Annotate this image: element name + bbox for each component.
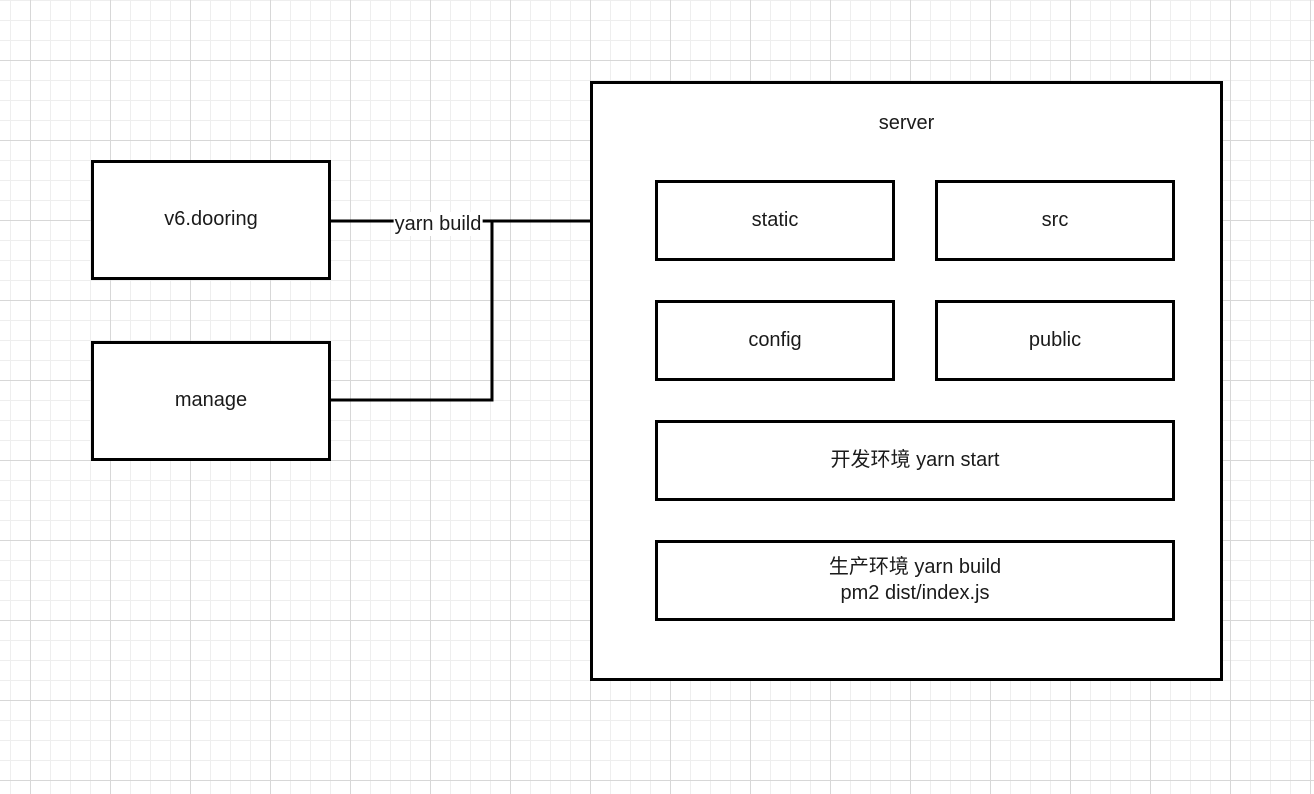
- node-label-manage: manage: [174, 389, 248, 412]
- node-prod-env[interactable]: 生产环境 yarn build pm2 dist/index.js: [655, 540, 1175, 621]
- node-config[interactable]: config: [655, 300, 895, 381]
- node-v6-dooring[interactable]: v6.dooring: [91, 160, 331, 280]
- node-label-v6-dooring: v6.dooring: [164, 208, 258, 231]
- node-label-public: public: [1028, 328, 1082, 351]
- node-dev-env[interactable]: 开发环境 yarn start: [655, 420, 1175, 501]
- node-label-prod-env: 生产环境 yarn build pm2 dist/index.js: [828, 555, 1002, 604]
- edge-label-yarn-build: yarn build: [393, 212, 483, 236]
- node-manage[interactable]: manage: [91, 341, 331, 461]
- node-public[interactable]: public: [935, 300, 1175, 381]
- node-label-server: server: [878, 112, 935, 134]
- node-label-dev-env: 开发环境 yarn start: [830, 448, 1000, 471]
- node-static[interactable]: static: [655, 180, 895, 261]
- node-label-src: src: [1041, 208, 1069, 231]
- node-label-config: config: [748, 328, 802, 351]
- edge-manage-to-static: [331, 221, 494, 402]
- node-src[interactable]: src: [935, 180, 1175, 261]
- node-label-static: static: [751, 208, 799, 231]
